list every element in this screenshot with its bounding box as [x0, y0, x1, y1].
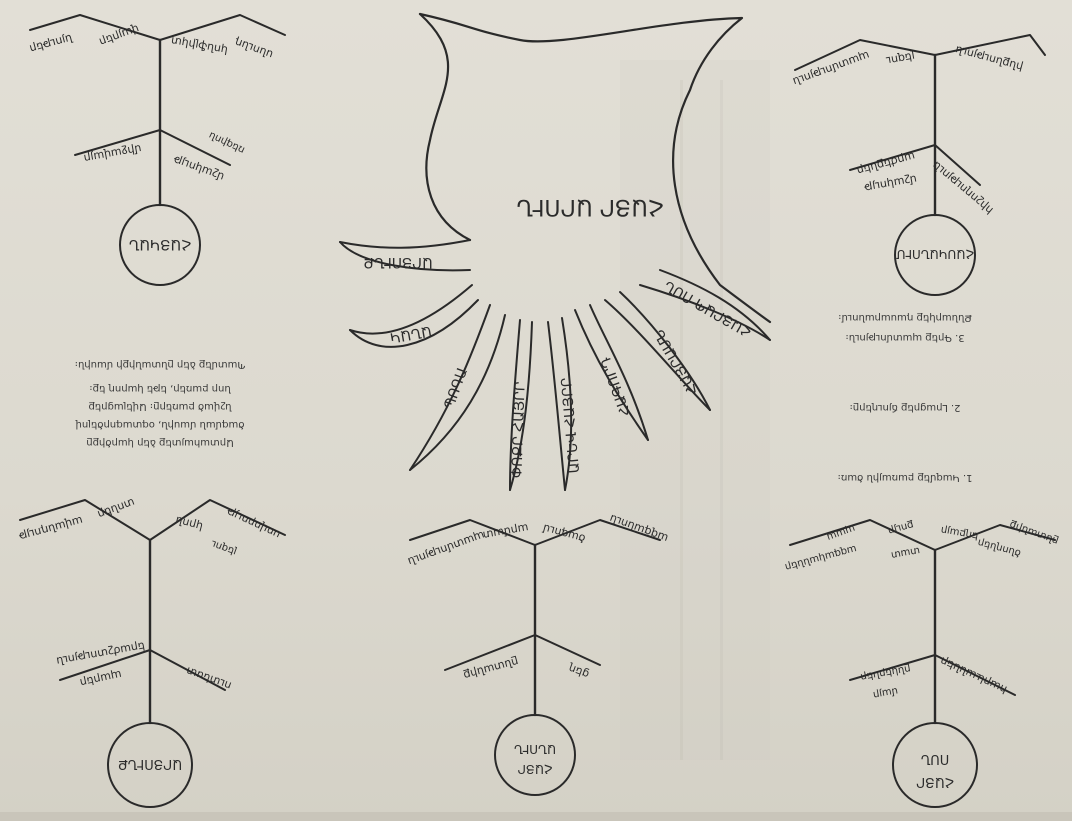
bottom-left-branch-1: սովորույթ	[224, 505, 283, 542]
bottom-left-branch-8: լեզու	[209, 537, 238, 556]
top-right-branch-5: մշակույթ	[863, 172, 918, 194]
top-left-branch-2: կոնֆլիկտ	[170, 34, 229, 57]
figure-top-left: ՀԱՅԿԱՆ սնունդ կոնֆլիկտ վայրեր նյութեր մի…	[28, 15, 285, 285]
bottom-right-branch-9: ընկերներ	[860, 663, 912, 683]
top-left-branch-6: մշակույթ	[171, 153, 226, 184]
right-instructions: 1. Կազմեք բառային ծառ։ 2. Լրացրեք ճյուղե…	[837, 312, 972, 483]
bottom-right-branch-8: հարևաններ	[938, 654, 1009, 696]
bottom-left-branch-2: կրոն	[174, 513, 204, 533]
bottom-left-circle-label: ԱՐՅՈՒՆՔ	[118, 756, 182, 771]
bottom-middle-branch-4: ընտանիք	[462, 655, 520, 682]
bottom-middle-circle-line1: ՀԱՅՐ	[518, 762, 553, 776]
top-left-branch-3: վայրեր	[97, 22, 141, 48]
top-right-circle-label: ՀԱՍԿԱՆՈՒՄ	[895, 247, 974, 261]
bottom-right-branch-5: պապ	[825, 522, 856, 542]
right-note-line-4: Քննարկեք դասարանում։	[838, 312, 972, 323]
page-edge	[0, 812, 1072, 821]
bottom-right-circle-line2: ՈՍՆ	[921, 751, 950, 766]
top-left-circle-label: ՀԱՅԿԱՆ	[129, 236, 191, 252]
top-right-branch-1: ինքնություն	[954, 43, 1024, 74]
bottom-left-branch-5: ուտեստ	[184, 664, 233, 692]
bottom-left-branch-3: տոներ	[96, 496, 137, 521]
bottom-left-branch-6: երաժշտություն	[55, 639, 146, 667]
bottom-right-branch-4: քույր	[887, 519, 915, 536]
top-right-branch-4: արժեքներ	[855, 149, 916, 177]
left-note-line-1: Արտահայտեք ձեր կարծիքը	[86, 437, 234, 448]
bottom-middle-branch-3: պատմություն	[406, 528, 486, 568]
right-note-line-1: 1. Կազմեք բառային ծառ։	[837, 472, 972, 483]
top-left-branch-5: միջավայր	[83, 142, 143, 165]
bottom-right-circle-line1: ՀԱՅՐ	[916, 774, 954, 789]
figure-top-right: ՀԱՍԿԱՆՈՒՄ ինքնություն լեզու պատմություն …	[791, 35, 1045, 295]
bottom-right-branch-3: եղբայր	[940, 524, 979, 541]
bleed-through-text	[620, 60, 770, 760]
bottom-middle-branch-5: ցեղ	[566, 661, 591, 681]
top-right-branch-6: հիշողություն	[930, 159, 996, 217]
right-note-line-2: 2. Լրացրեք ճյուղերը։	[849, 402, 960, 413]
top-left-branch-4: նյութեր	[28, 31, 75, 55]
root-label-8: ԱՐՅՈՒՆՔ	[363, 254, 432, 270]
top-left-branch-1: սնունդ	[232, 35, 275, 61]
root-label-6: ՊՈԳԱ	[441, 366, 471, 412]
bottom-right-branch-1: ընտանիք	[1008, 518, 1060, 546]
left-note-line-4: նոր բառեր, եթե կարող եք։	[89, 383, 231, 394]
top-right-branch-2: լեզու	[885, 50, 916, 68]
top-left-branch-7: ռեգիոն	[207, 129, 246, 155]
left-note-line-5: Պատմեք ձեր ընտանիքի մասին։	[75, 359, 246, 370]
tree-title: ՀԱՅՐ ԱՐՈՒՆ	[517, 194, 664, 219]
left-note-line-2: ծագման մասին, օգտագործելով	[75, 419, 245, 430]
bottom-middle-branch-6: արմատ	[482, 521, 530, 542]
root-label-5: ՓՈՔՐ ՀԱՅՐՐ	[509, 381, 528, 479]
left-instructions: Արտահայտեք ձեր կարծիքը ծագման մասին, օգտ…	[75, 359, 246, 448]
bottom-right-branch-7: ազգականներ	[784, 543, 858, 573]
bottom-middle-circle-line2: ԱՆՈՒՆ	[514, 742, 556, 756]
bottom-right-branch-2: ծնողներ	[977, 536, 1023, 558]
bottom-right-branch-10: մայր	[872, 685, 899, 700]
figure-bottom-left: ԱՐՅՈՒՆՔ սովորույթ կրոն տոներ ավանդույթ ո…	[17, 496, 285, 807]
left-note-line-3: նշված բառերը։ Ավելացրեք	[88, 401, 232, 412]
bottom-middle-branch-2: ծագում	[540, 521, 586, 545]
right-note-line-3: 3. Գրեք պատմություն։	[845, 332, 964, 343]
root-label-7: ԱՆԱԿ	[389, 322, 433, 345]
figure-bottom-right: ՀԱՅՐ ՈՍՆ ընտանիք ծնողներ եղբայր քույր պա…	[784, 518, 1061, 807]
bottom-right-branch-6: տատ	[890, 545, 921, 561]
